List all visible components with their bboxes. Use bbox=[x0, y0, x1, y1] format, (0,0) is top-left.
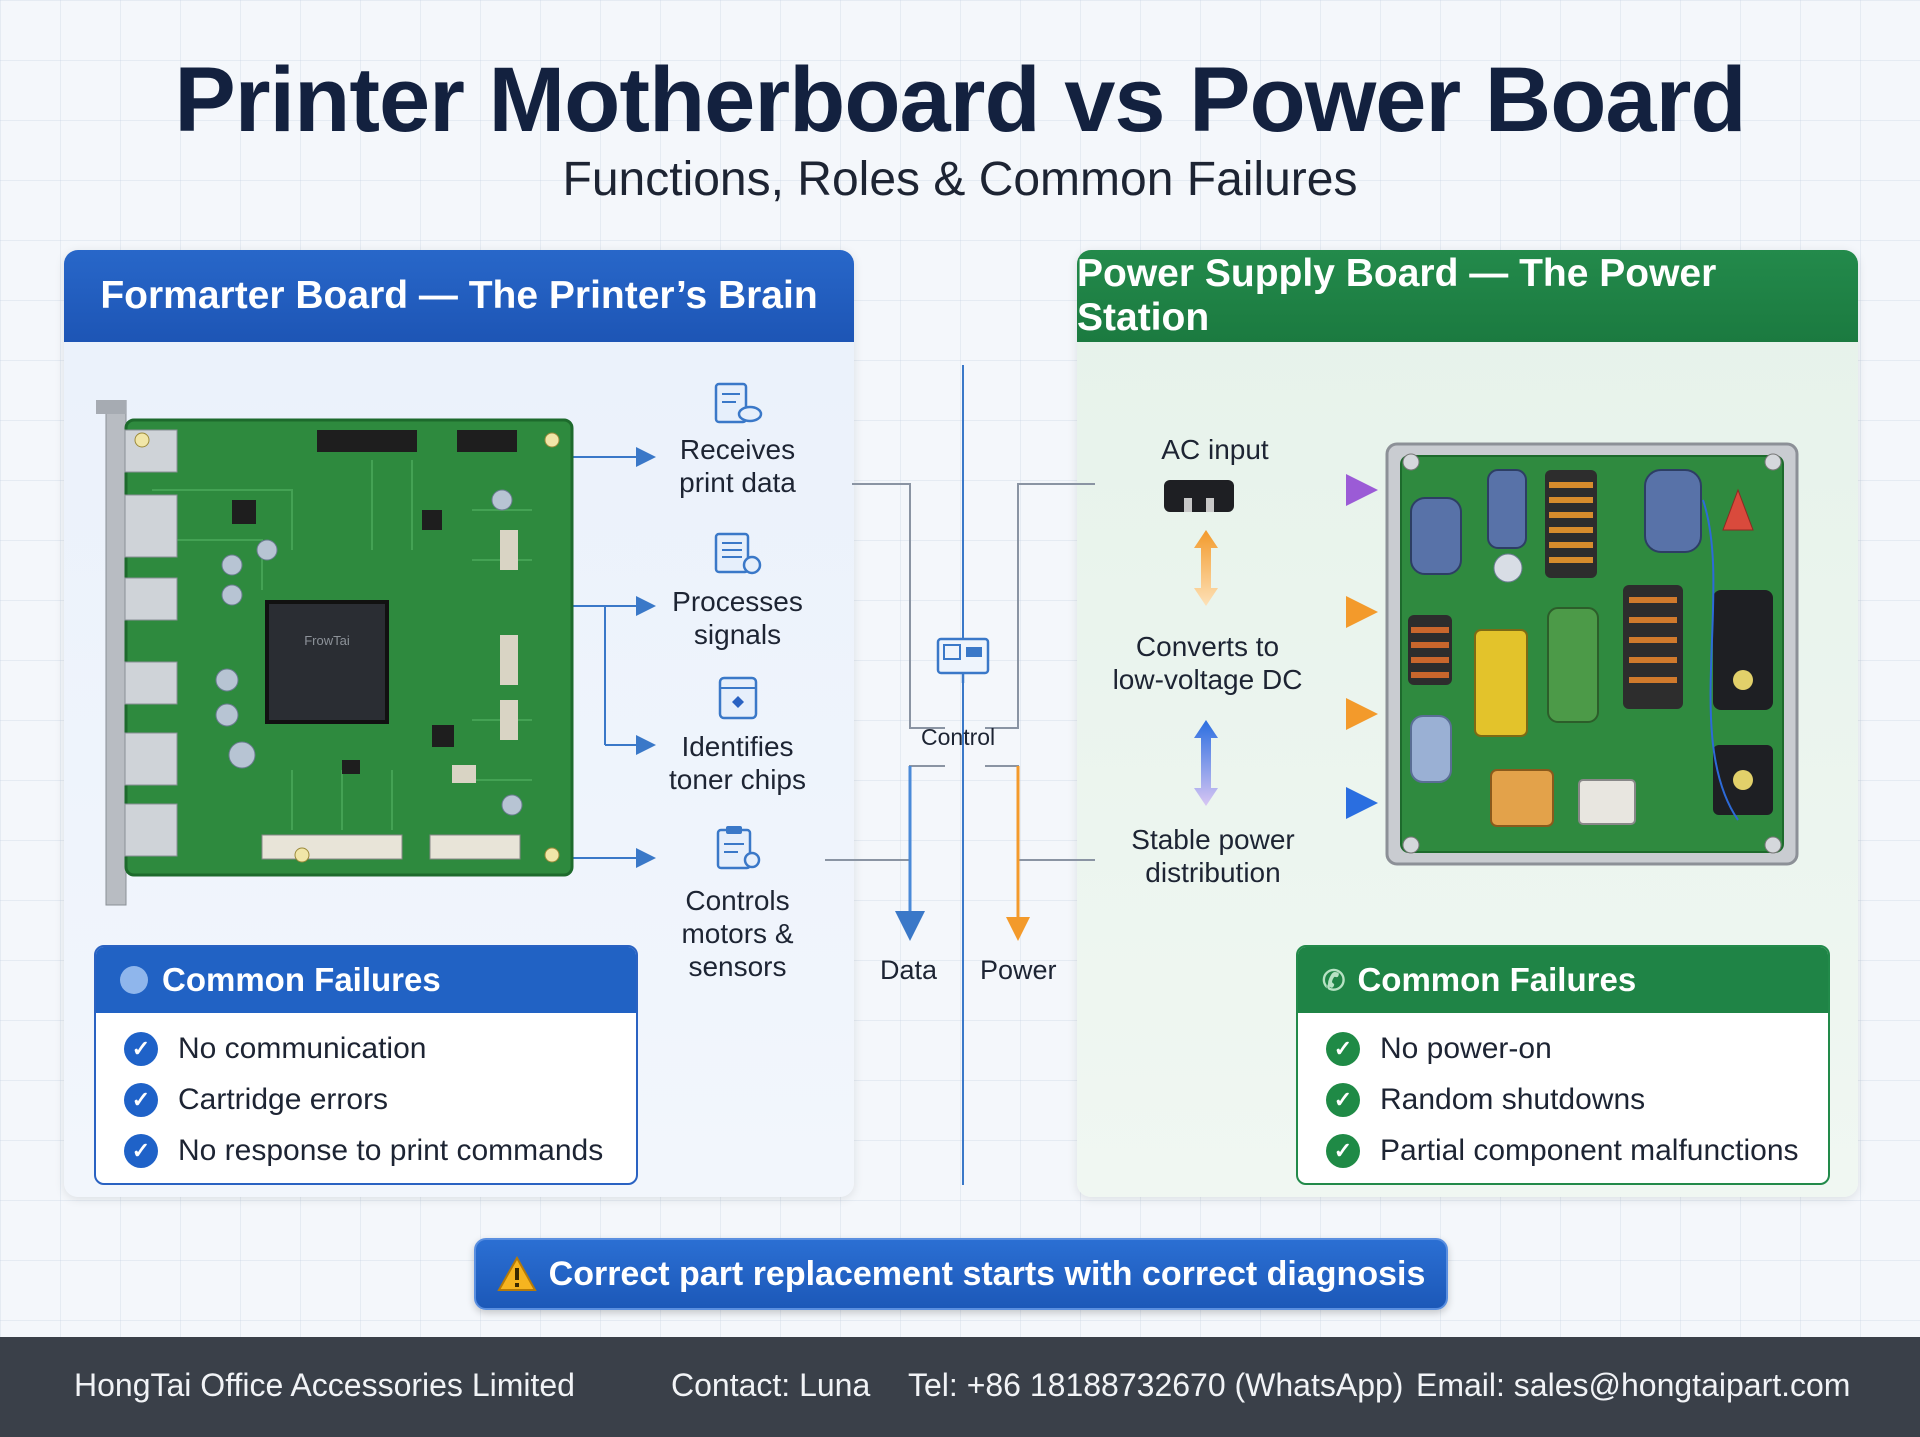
feature-controls-motors-sensors: Controls motors & sensors bbox=[681, 885, 794, 982]
footer-contact: Contact: Luna bbox=[671, 1367, 871, 1403]
checkmark-icon: ✓ bbox=[1326, 1031, 1360, 1066]
banner-text: Correct part replacement starts with cor… bbox=[548, 1254, 1426, 1293]
formatter-common-failures: Common Failures ✓No communication ✓Cartr… bbox=[94, 945, 638, 1185]
warning-icon bbox=[496, 1256, 537, 1291]
control-label: Control bbox=[921, 724, 996, 750]
control-monitor-icon bbox=[936, 637, 990, 683]
chip-icon bbox=[718, 676, 758, 720]
list-item: ✓Partial component malfunctions bbox=[1326, 1125, 1828, 1176]
feature-ac-input: AC input bbox=[1161, 434, 1269, 465]
list-item: ✓Random shutdowns bbox=[1326, 1074, 1828, 1125]
document-list-icon bbox=[714, 532, 762, 575]
feature-receives-print-data: Receives print data bbox=[679, 434, 796, 498]
footer: HongTai Office Accessories Limited Conta… bbox=[0, 1337, 1920, 1437]
list-item: ✓No response to print commands bbox=[124, 1125, 636, 1176]
power-label: Power bbox=[980, 955, 1057, 985]
checkmark-icon: ✓ bbox=[124, 1031, 158, 1066]
phone-icon: ✆ bbox=[1322, 964, 1346, 996]
list-item: ✓Cartridge errors bbox=[124, 1074, 636, 1125]
footer-email[interactable]: Email: sales@hongtaipart.com bbox=[1416, 1367, 1851, 1403]
chip-label: FrowTai bbox=[304, 633, 350, 648]
clipboard-gear-icon bbox=[716, 826, 761, 870]
info-icon bbox=[120, 966, 148, 994]
document-cloud-icon bbox=[714, 382, 763, 424]
checkmark-icon: ✓ bbox=[124, 1082, 158, 1117]
power-board-image bbox=[1385, 442, 1799, 866]
feature-identifies-toner-chips: Identifies toner chips bbox=[669, 731, 806, 795]
failures-title: Common Failures bbox=[162, 961, 441, 998]
ac-plug-icon bbox=[1164, 480, 1234, 512]
formatter-board-heading: Formarter Board — The Printer’s Brain bbox=[64, 250, 854, 342]
feature-stable-power-distribution: Stable power distribution bbox=[1131, 824, 1295, 888]
list-item: ✓No communication bbox=[124, 1023, 636, 1074]
footer-tel[interactable]: Tel: +86 18188732670 (WhatsApp) bbox=[908, 1367, 1404, 1403]
power-common-failures: ✆ Common Failures ✓No power-on ✓Random s… bbox=[1296, 945, 1830, 1185]
formatter-board-image: FrowTai bbox=[96, 400, 574, 906]
feature-converts-low-voltage-dc: Converts to low-voltage DC bbox=[1112, 631, 1303, 695]
failures-title: Common Failures bbox=[1357, 961, 1637, 998]
diagnosis-banner: Correct part replacement starts with cor… bbox=[474, 1238, 1448, 1310]
page-title: Printer Motherboard vs Power Board bbox=[174, 49, 1746, 151]
page-subtitle: Functions, Roles & Common Failures bbox=[562, 153, 1358, 206]
power-board-heading: Power Supply Board — The Power Station bbox=[1077, 250, 1858, 342]
checkmark-icon: ✓ bbox=[1326, 1082, 1360, 1117]
feature-processes-signals: Processes signals bbox=[672, 586, 803, 650]
checkmark-icon: ✓ bbox=[124, 1133, 158, 1168]
list-item: ✓No power-on bbox=[1326, 1023, 1828, 1074]
footer-company: HongTai Office Accessories Limited bbox=[74, 1367, 575, 1403]
data-label: Data bbox=[880, 955, 938, 985]
checkmark-icon: ✓ bbox=[1326, 1133, 1360, 1168]
